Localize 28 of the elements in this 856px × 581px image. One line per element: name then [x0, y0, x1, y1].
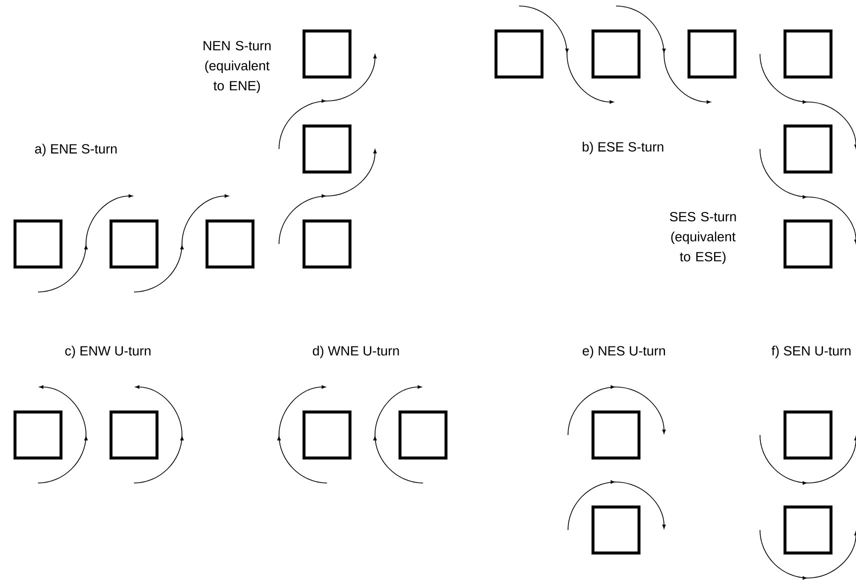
turn-label: a) ENE S-turn	[35, 144, 117, 156]
turn-label: f) SEN U-turn	[772, 346, 851, 358]
square	[494, 30, 544, 78]
turn-label: SES S-turn (equivalent to ESE)	[670, 212, 736, 264]
turn-label: d) WNE U-turn	[312, 346, 399, 358]
square	[592, 410, 640, 460]
square	[784, 30, 832, 78]
turn-label: c) ENW U-turn	[65, 346, 150, 358]
square	[398, 410, 448, 460]
square	[14, 410, 62, 460]
square	[302, 220, 352, 268]
square	[302, 410, 352, 460]
square	[206, 220, 254, 268]
square	[110, 220, 158, 268]
square	[592, 30, 640, 78]
square	[784, 506, 832, 554]
square	[784, 410, 832, 460]
square	[784, 220, 832, 268]
square	[784, 124, 832, 174]
turn-label: NEN S-turn (equivalent to ENE)	[204, 40, 271, 94]
square	[592, 506, 640, 554]
square	[14, 220, 62, 268]
square	[110, 410, 158, 460]
square	[688, 30, 736, 78]
turn-label: b) ESE S-turn	[582, 142, 664, 154]
square	[302, 124, 352, 174]
turn-label: e) NES U-turn	[582, 346, 665, 358]
square	[302, 30, 352, 78]
